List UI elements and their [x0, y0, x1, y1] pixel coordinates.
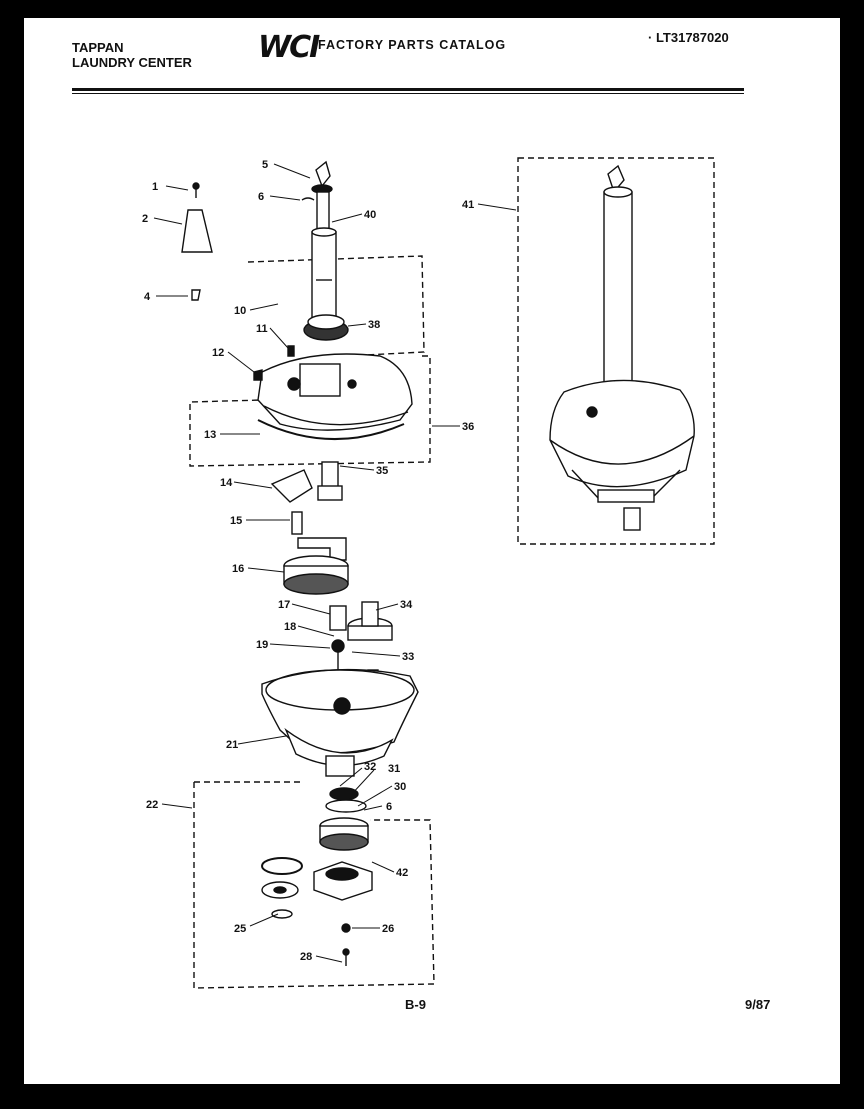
- callout-2: 2: [142, 213, 148, 225]
- callout-15: 15: [230, 515, 242, 527]
- callout-41: 41: [462, 199, 474, 211]
- callout-30: 30: [394, 781, 406, 793]
- product-line: LAUNDRY CENTER: [72, 55, 192, 70]
- callout-10: 10: [234, 305, 246, 317]
- callout-42: 42: [396, 867, 408, 879]
- brand-name: TAPPAN: [72, 40, 124, 55]
- callout-25: 25: [234, 923, 246, 935]
- page-number: B-9: [405, 997, 426, 1012]
- callout-18: 18: [284, 621, 296, 633]
- callout-26: 26: [382, 923, 394, 935]
- header-rule-thin: [72, 93, 744, 94]
- callout-32: 32: [364, 761, 376, 773]
- group-10-box: [247, 255, 425, 357]
- callout-34: 34: [400, 599, 413, 611]
- callout-17: 17: [278, 599, 290, 611]
- wci-logo: WCI: [258, 30, 320, 65]
- callout-1: 1: [152, 181, 158, 193]
- callout-11: 11: [256, 323, 268, 335]
- callout-6: 6: [258, 191, 264, 203]
- callout-13: 13: [204, 429, 216, 441]
- callout-40: 40: [364, 209, 376, 221]
- callout-12: 12: [212, 347, 224, 359]
- callout-6-lower: 6: [386, 801, 392, 813]
- callout-19: 19: [256, 639, 268, 651]
- callout-38: 38: [368, 319, 380, 331]
- callout-21: 21: [226, 739, 238, 751]
- catalog-title: FACTORY PARTS CATALOG: [318, 38, 507, 52]
- callout-16: 16: [232, 563, 244, 575]
- model-number: · LT31787020: [648, 30, 729, 45]
- callout-36: 36: [462, 421, 474, 433]
- callout-22: 22: [146, 799, 158, 811]
- group-36-box: [189, 355, 431, 467]
- catalog-date: 9/87: [745, 997, 771, 1012]
- callout-14: 14: [220, 477, 233, 489]
- callout-33: 33: [402, 651, 414, 663]
- header-rule-thick: [72, 88, 744, 91]
- callout-31: 31: [388, 763, 400, 775]
- callout-28: 28: [300, 951, 312, 963]
- group-22-box: [193, 782, 435, 989]
- callout-5: 5: [262, 159, 268, 171]
- callout-35: 35: [376, 465, 388, 477]
- assembly-41-box: [517, 157, 715, 545]
- callout-4: 4: [144, 291, 151, 303]
